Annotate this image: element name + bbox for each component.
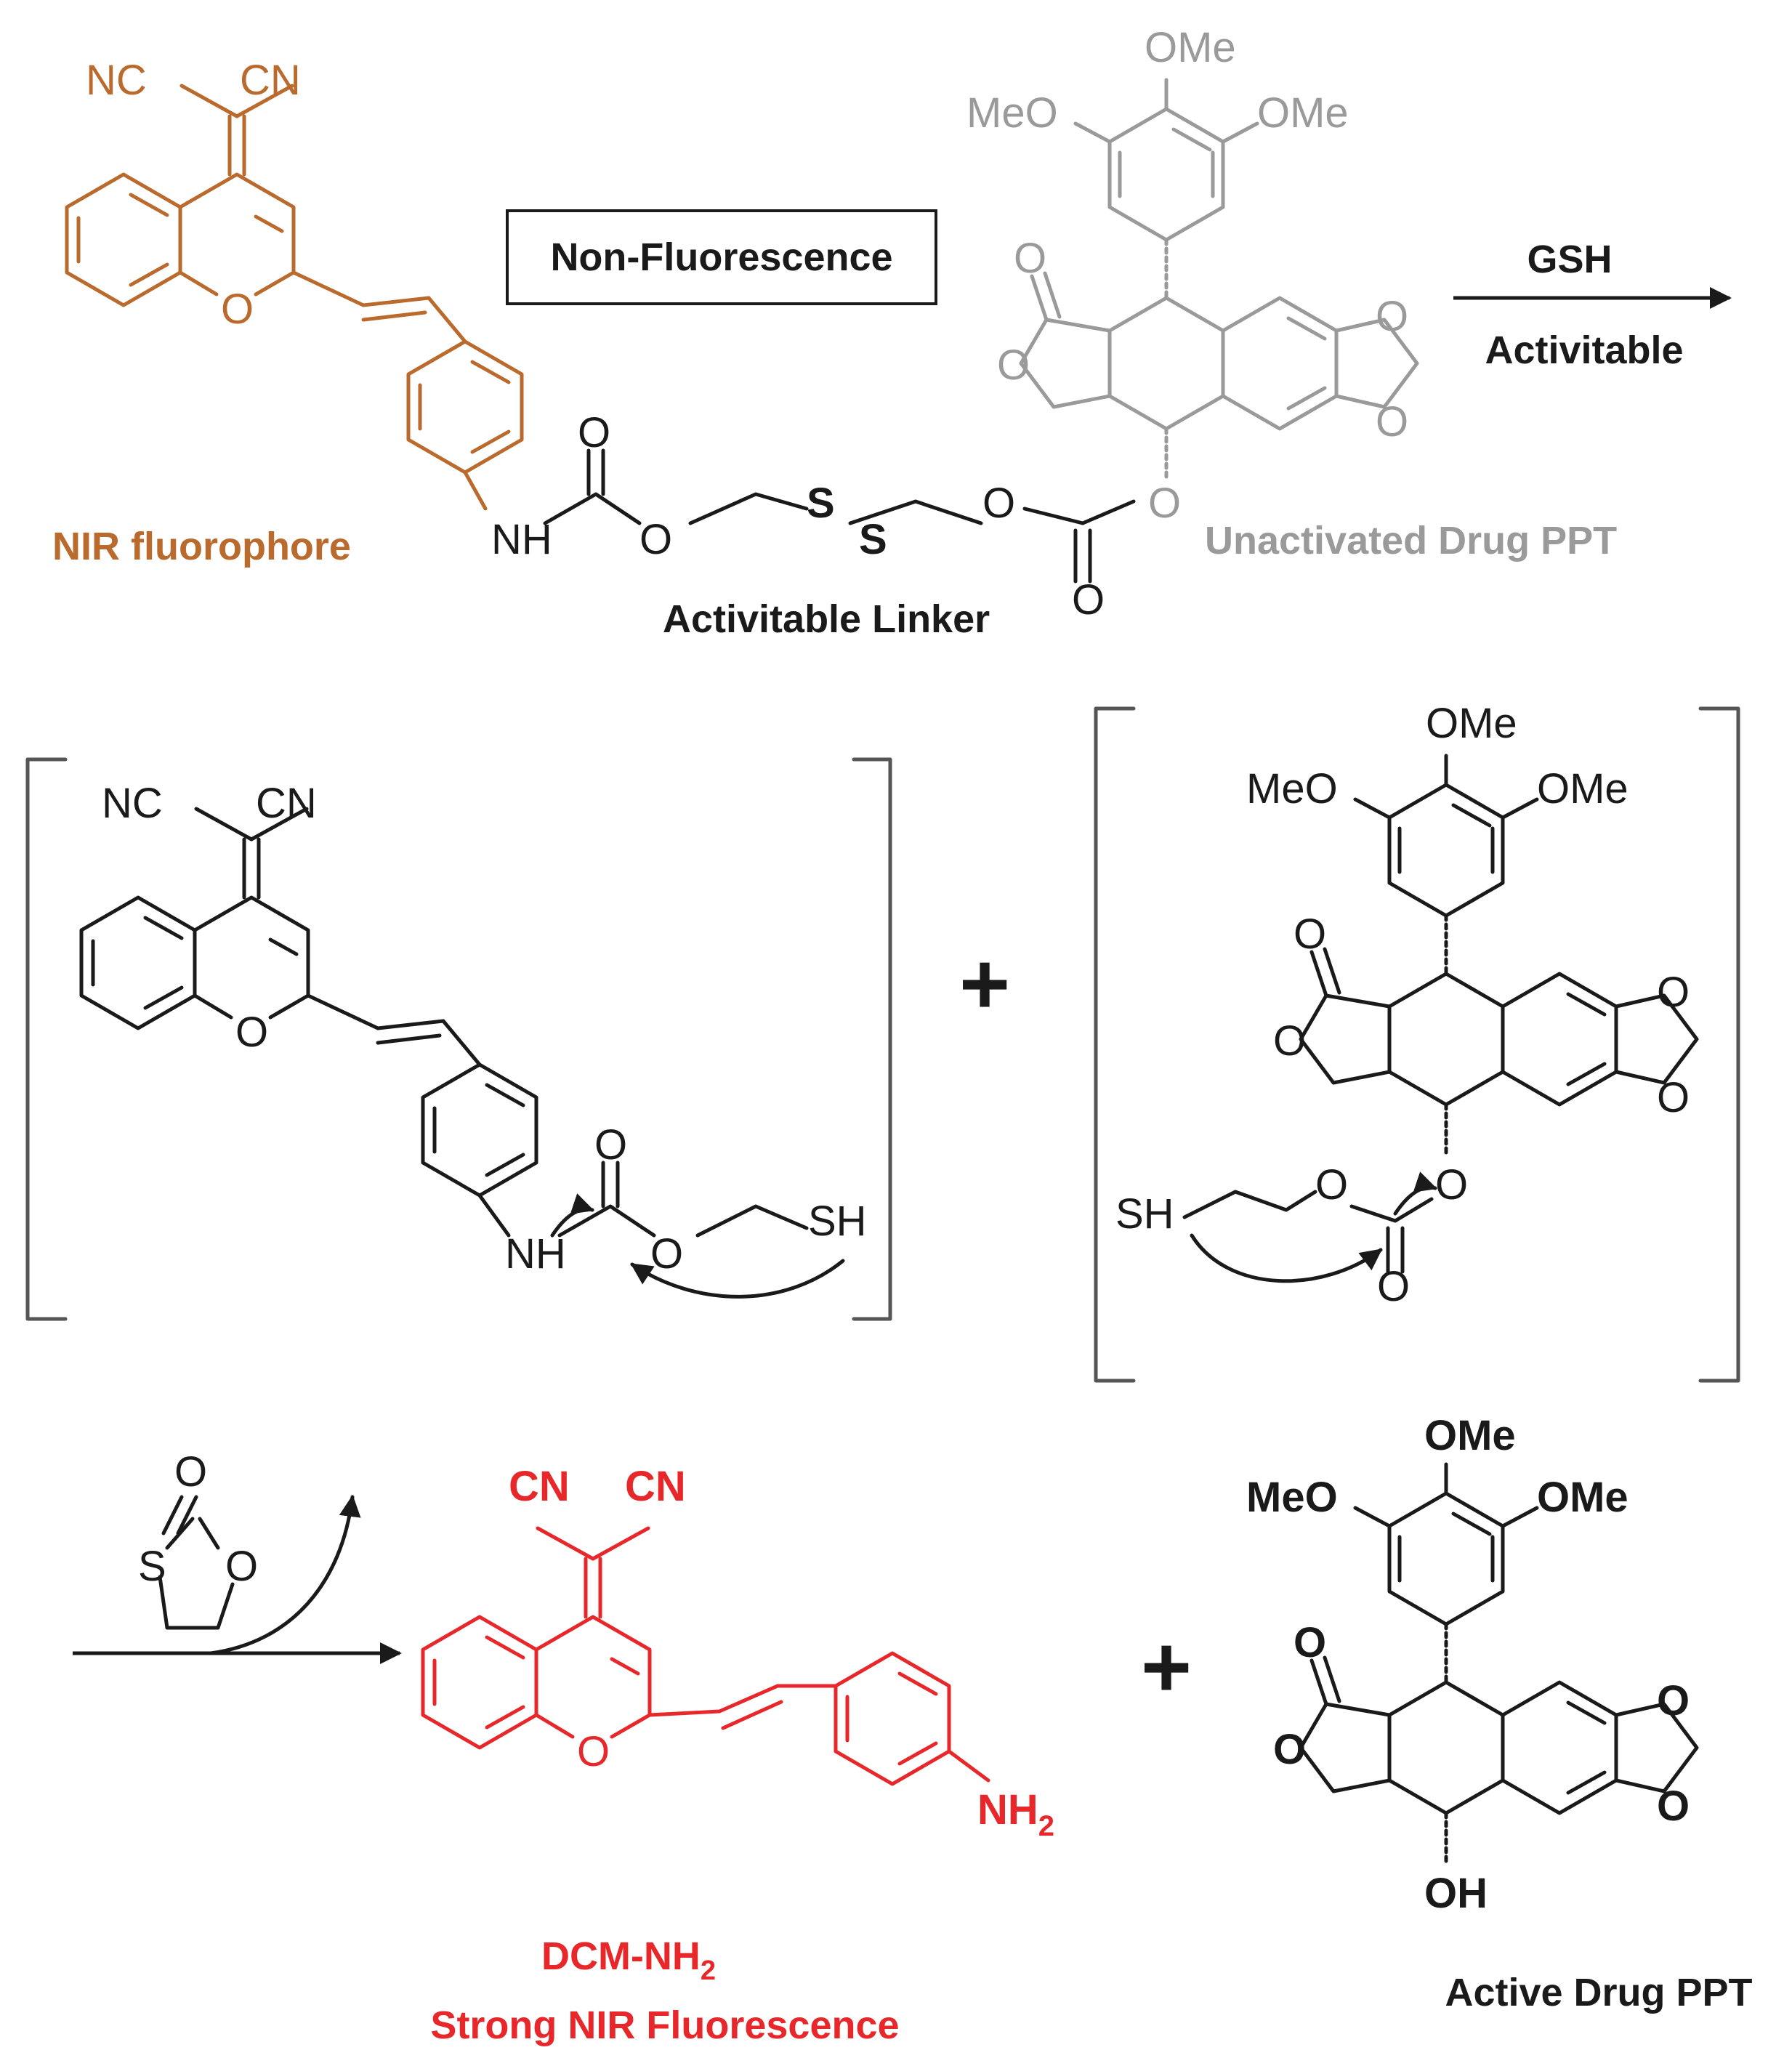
byproduct-carbonyl-label: O [174, 1448, 207, 1496]
fluorophore-structure [65, 84, 524, 511]
dioxole-oxygen-top-label: O [1376, 293, 1408, 340]
linker-structure [543, 448, 1136, 584]
product-ring-oxygen-label: O [577, 1728, 610, 1775]
ome-top-label: OMe [1145, 24, 1236, 71]
drug-thiol-intermediate [1182, 754, 1699, 1274]
carbonyl-oxygen-label: O [578, 409, 610, 456]
cn-label: CN [240, 57, 301, 104]
gsh-label: GSH [1527, 238, 1612, 281]
int-ome-top-label: OMe [1426, 700, 1517, 747]
drug-thiol-attack-arrow [1190, 1233, 1383, 1283]
product-cn-left-label: CN [509, 1463, 570, 1510]
active-lactone-oxygen-label: O [1273, 1726, 1306, 1773]
int-sh-label: SH [808, 1198, 867, 1245]
sulfur-2-label: S [859, 516, 887, 563]
product-nh2-label: NH2 [977, 1786, 1054, 1842]
int-ome-right-label: OMe [1537, 765, 1628, 812]
int-ester-oxygen-label: O [650, 1230, 683, 1278]
nir-fluorophore-label: NIR fluorophore [52, 525, 351, 568]
int-nh-label: NH [505, 1230, 566, 1278]
unactivated-drug-structure [1019, 78, 1419, 482]
active-drug-structure [1299, 1462, 1699, 1866]
carbonate-carbonyl-label: O [1072, 576, 1105, 624]
ring-oxygen-label: O [221, 286, 254, 333]
activitable-label: Activitable [1485, 328, 1683, 372]
lactone-carbonyl-label: O [1014, 235, 1046, 282]
meo-left-label: MeO [966, 89, 1058, 137]
carbonate-oxygen-label: O [982, 480, 1015, 527]
dcm-nh2-structure [421, 1526, 990, 1786]
drug-oxygen-label: O [1148, 480, 1181, 527]
lactone-oxygen-label: O [997, 342, 1030, 389]
carbamate-push-arrow [550, 1193, 594, 1238]
int-meo-label: MeO [1246, 765, 1338, 812]
int-ring-oxygen-label: O [235, 1009, 268, 1056]
int-dioxole-bottom-label: O [1657, 1074, 1690, 1121]
active-ome-right-label: OMe [1537, 1474, 1628, 1521]
activitable-linker-label: Activitable Linker [663, 597, 990, 641]
right-bracket-open [1094, 706, 1136, 1383]
active-meo-label: MeO [1246, 1474, 1338, 1521]
fluorophore-thiol-intermediate [79, 807, 809, 1238]
carbonate-push-arrow [1393, 1171, 1437, 1216]
active-drug-label: Active Drug PPT [1445, 1971, 1752, 2014]
dcm-nh2-label: DCM-NH2 [541, 1934, 716, 1986]
byproduct-sulfur-label: S [138, 1543, 166, 1590]
ester-oxygen-label: O [639, 516, 672, 563]
active-ome-top-label: OMe [1424, 1412, 1516, 1459]
int-dioxole-top-label: O [1657, 969, 1690, 1016]
plus-sign-middle: + [959, 935, 1010, 1033]
left-bracket-close [852, 757, 892, 1321]
dioxole-oxygen-bottom-label: O [1376, 398, 1408, 445]
thiol-attack-arrow [630, 1259, 845, 1299]
left-bracket-open [25, 757, 68, 1321]
carbamate-nh-label: NH [491, 516, 552, 563]
int-carbonyl-label: O [594, 1121, 627, 1169]
int-carbonate-oxygen-label: O [1315, 1161, 1348, 1208]
int-cn-label: CN [256, 780, 317, 827]
int-lactone-oxygen-label: O [1273, 1017, 1306, 1065]
sulfur-1-label: S [807, 480, 835, 527]
active-dioxole-top-label: O [1657, 1677, 1690, 1724]
non-fluorescence-label: Non-Fluorescence [550, 235, 892, 279]
int-carbonate-carbonyl-label: O [1377, 1263, 1410, 1310]
nc-label: NC [86, 57, 147, 104]
int-nc-label: NC [102, 780, 163, 827]
active-dioxole-bottom-label: O [1657, 1783, 1690, 1830]
ome-right-label: OMe [1257, 89, 1349, 137]
plus-sign-bottom: + [1141, 1618, 1192, 1716]
product-cn-right-label: CN [625, 1463, 686, 1510]
byproduct-release-arrow [209, 1495, 361, 1655]
non-fluorescence-box [506, 209, 937, 305]
byproduct-oxygen-label: O [225, 1543, 258, 1590]
active-lactone-carbonyl-label: O [1293, 1619, 1326, 1666]
ethylene-monothiocarbonate-structure [158, 1495, 235, 1630]
right-bracket-close [1698, 706, 1740, 1383]
int-lactone-carbonyl-label: O [1293, 911, 1326, 958]
int-drug-oxygen-label: O [1435, 1161, 1468, 1208]
strong-nir-fluorescence-label: Strong NIR Fluorescence [430, 2003, 899, 2047]
unactivated-drug-label: Unactivated Drug PPT [1205, 519, 1617, 562]
int-drug-sh-label: SH [1115, 1190, 1174, 1238]
active-oh-label: OH [1424, 1870, 1488, 1917]
